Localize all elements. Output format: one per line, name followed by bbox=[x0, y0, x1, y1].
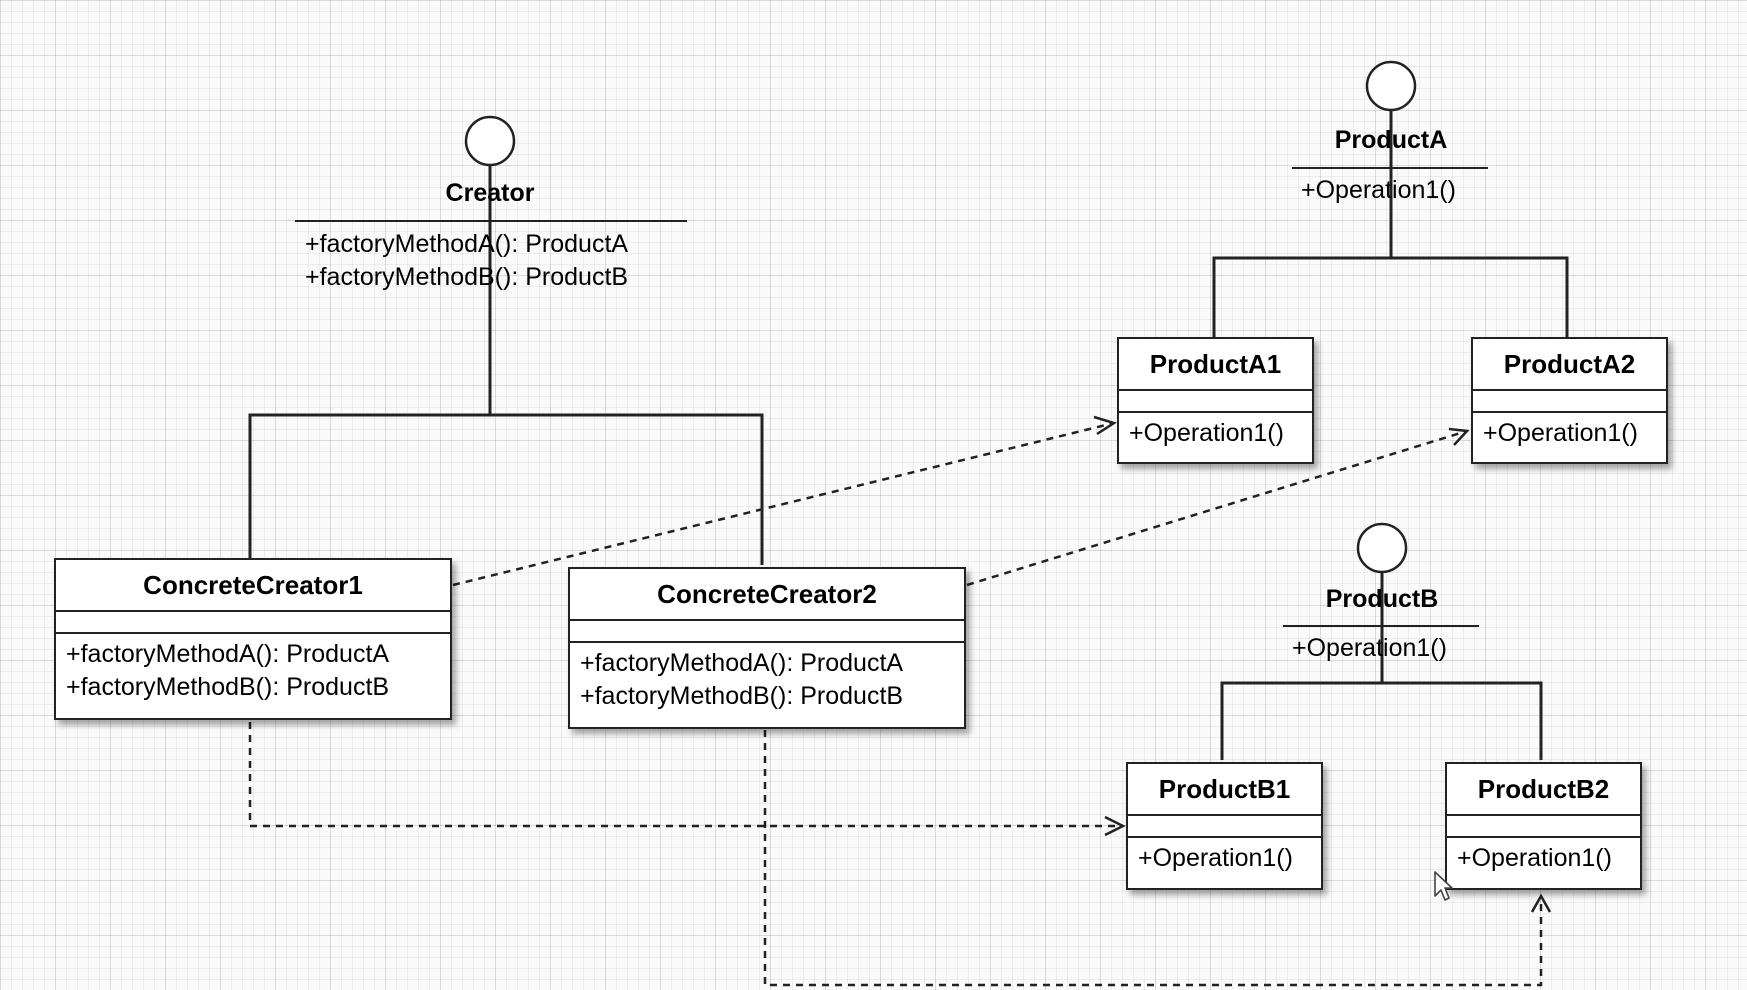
realization-producta-bus bbox=[1212, 256, 1569, 338]
class-name: ProductA2 bbox=[1503, 348, 1636, 379]
attributes-compartment bbox=[56, 612, 450, 634]
method-operation1: +Operation1() bbox=[1129, 419, 1284, 447]
class-header: ProductA1 bbox=[1119, 339, 1312, 391]
class-product-b1[interactable]: ProductB1 +Operation1() bbox=[1126, 762, 1323, 890]
class-header: ProductA2 bbox=[1473, 339, 1666, 391]
dependency-cc2-productb2 bbox=[763, 730, 1543, 987]
realization-creator-bus bbox=[248, 413, 764, 565]
class-header: ConcreteCreator2 bbox=[570, 569, 964, 621]
arrowhead-producta1 bbox=[1093, 415, 1117, 436]
class-name: ProductB1 bbox=[1158, 773, 1291, 804]
class-name: ProductB2 bbox=[1477, 773, 1610, 804]
class-concrete-creator2[interactable]: ConcreteCreator2 +factoryMethodA(): Prod… bbox=[568, 567, 966, 729]
method-factory-b: +factoryMethodB(): ProductB bbox=[66, 673, 390, 701]
class-name: ConcreteCreator1 bbox=[143, 569, 363, 600]
class-header: ConcreteCreator1 bbox=[56, 560, 450, 612]
class-product-b2[interactable]: ProductB2 +Operation1() bbox=[1445, 762, 1642, 890]
creator-interface-name[interactable]: Creator bbox=[445, 179, 535, 207]
productb-interface-icon bbox=[1356, 522, 1408, 574]
creator-method-a: +factoryMethodA(): ProductA bbox=[305, 230, 629, 258]
operations-compartment: +Operation1() bbox=[1128, 838, 1321, 879]
productb-interface-name[interactable]: ProductB bbox=[1325, 585, 1439, 613]
realization-productb-bus bbox=[1220, 681, 1543, 760]
class-concrete-creator1[interactable]: ConcreteCreator1 +factoryMethodA(): Prod… bbox=[54, 558, 452, 720]
method-factory-a: +factoryMethodA(): ProductA bbox=[580, 649, 904, 677]
operations-compartment: +factoryMethodA(): ProductA +factoryMeth… bbox=[56, 634, 450, 708]
dependency-cc1-producta1 bbox=[452, 421, 1115, 587]
creator-interface-icon bbox=[464, 115, 516, 167]
operations-compartment: +Operation1() bbox=[1119, 413, 1312, 454]
arrowhead-producta2 bbox=[1448, 427, 1470, 446]
method-factory-a: +factoryMethodA(): ProductA bbox=[66, 640, 390, 668]
attributes-compartment bbox=[570, 621, 964, 643]
attributes-compartment bbox=[1119, 391, 1312, 413]
dependency-cc2-producta2 bbox=[966, 429, 1468, 587]
dependency-cc1-productb1 bbox=[248, 722, 1123, 828]
arrowhead-productb1 bbox=[1104, 815, 1126, 837]
producta-operation: +Operation1() bbox=[1301, 176, 1456, 204]
class-name: ConcreteCreator2 bbox=[657, 578, 877, 609]
operations-compartment: +Operation1() bbox=[1447, 838, 1640, 879]
attributes-compartment bbox=[1128, 816, 1321, 838]
class-header: ProductB2 bbox=[1447, 764, 1640, 816]
productb-operation: +Operation1() bbox=[1292, 634, 1447, 662]
class-header: ProductB1 bbox=[1128, 764, 1321, 816]
operations-compartment: +factoryMethodA(): ProductA +factoryMeth… bbox=[570, 643, 964, 717]
producta-interface-divider bbox=[1292, 167, 1488, 169]
method-factory-b: +factoryMethodB(): ProductB bbox=[580, 682, 904, 710]
producta-interface-icon bbox=[1365, 60, 1417, 112]
class-name: ProductA1 bbox=[1149, 348, 1282, 379]
arrow-pointer-icon bbox=[1434, 871, 1453, 901]
method-operation1: +Operation1() bbox=[1483, 419, 1638, 447]
creator-interface-divider bbox=[295, 220, 687, 222]
attributes-compartment bbox=[1473, 391, 1666, 413]
method-operation1: +Operation1() bbox=[1457, 844, 1612, 872]
producta-interface-name[interactable]: ProductA bbox=[1334, 126, 1448, 154]
operations-compartment: +Operation1() bbox=[1473, 413, 1666, 454]
class-product-a2[interactable]: ProductA2 +Operation1() bbox=[1471, 337, 1668, 464]
arrowhead-productb2 bbox=[1530, 893, 1552, 913]
attributes-compartment bbox=[1447, 816, 1640, 838]
productb-interface-divider bbox=[1283, 625, 1479, 627]
method-operation1: +Operation1() bbox=[1138, 844, 1293, 872]
creator-method-b: +factoryMethodB(): ProductB bbox=[305, 263, 629, 291]
class-product-a1[interactable]: ProductA1 +Operation1() bbox=[1117, 337, 1314, 464]
